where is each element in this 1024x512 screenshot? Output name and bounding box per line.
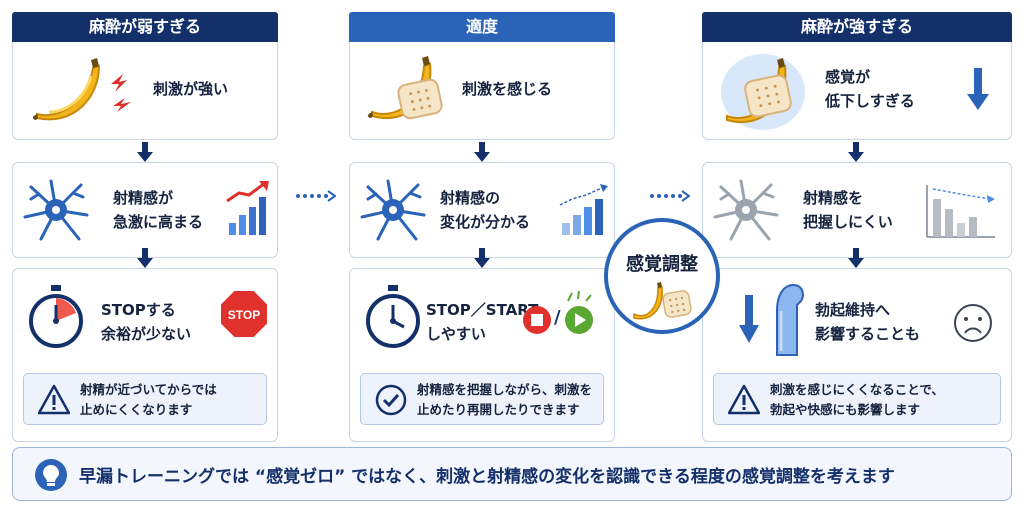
note-box: 射精が近づいてからでは 止めにくくなります bbox=[23, 373, 267, 425]
banana-and-patch-icon bbox=[633, 282, 692, 320]
penis-icon bbox=[776, 283, 804, 356]
down-arrow-icon bbox=[967, 68, 989, 110]
stop-sign-label: STOP bbox=[228, 308, 260, 322]
down-arrow bbox=[474, 142, 490, 162]
check-icon bbox=[375, 384, 407, 416]
stimulus-line2: 低下しすぎる bbox=[825, 92, 915, 110]
column-header: 麻酔が弱すぎる bbox=[12, 12, 278, 42]
rising-bar-chart-icon bbox=[559, 184, 608, 235]
stimulus-box: 刺激が強い bbox=[12, 42, 278, 140]
dotted-arrow bbox=[650, 190, 690, 202]
control-line1: STOPする bbox=[101, 301, 176, 319]
summary-text: 早漏トレーニングでは “感覚ゼロ” ではなく、刺激と射精感の変化を認識できる程度… bbox=[79, 467, 895, 487]
warning-icon bbox=[728, 384, 760, 415]
slash-separator: / bbox=[554, 307, 561, 328]
sad-face-icon bbox=[954, 304, 992, 342]
warning-icon bbox=[38, 384, 70, 415]
sensation-line2: 把握しにくい bbox=[803, 213, 893, 231]
down-arrow bbox=[474, 248, 490, 268]
down-arrow-icon bbox=[739, 295, 759, 343]
note-line1: 射精が近づいてからでは bbox=[80, 382, 217, 397]
rising-bar-chart-icon bbox=[226, 181, 269, 235]
center-label: 感覚調整 bbox=[626, 254, 698, 275]
stop-sign-icon: STOP bbox=[219, 289, 269, 339]
lightbulb-icon bbox=[35, 459, 67, 491]
sensory-adjustment-circle: 感覚調整 bbox=[604, 218, 720, 334]
stopwatch-icon bbox=[29, 285, 83, 348]
column-moderate: 適度 刺激を感じる 射精感の 変化が分かる bbox=[349, 12, 615, 442]
down-arrow bbox=[137, 248, 153, 268]
gray-neuron-icon bbox=[713, 179, 779, 241]
note-line2: 勃起や快感にも影響します bbox=[770, 402, 921, 417]
note-line1: 刺激を感じにくくなることで、 bbox=[770, 382, 944, 397]
dotted-arrow bbox=[296, 190, 336, 202]
control-line2: 余裕が少ない bbox=[101, 325, 192, 343]
sensation-line1: 射精感の bbox=[440, 189, 501, 207]
lightning-icon bbox=[111, 74, 131, 112]
note-box: 刺激を感じにくくなることで、 勃起や快感にも影響します bbox=[713, 373, 1001, 425]
control-box: STOPする 余裕が少ない STOP 射精が近づいてからでは 止めにくくなります bbox=[12, 268, 278, 442]
sensation-box: 射精感が 急激に高まる bbox=[12, 162, 278, 258]
note-line2: 止めたり再開したりできます bbox=[417, 402, 580, 417]
column-weak: 麻酔が弱すぎる 刺激が強い 射精感が 急激に高まる bbox=[12, 12, 278, 442]
stimulus-box: 刺激を感じる bbox=[349, 42, 615, 140]
sensation-line2: 変化が分かる bbox=[440, 213, 531, 231]
control-line2: 影響することも bbox=[815, 325, 921, 343]
sensation-line1: 射精感を bbox=[803, 189, 864, 207]
down-arrow bbox=[137, 142, 153, 162]
note-box: 射精感を把握しながら、刺激を 止めたり再開したりできます bbox=[360, 373, 604, 425]
play-icon bbox=[565, 306, 593, 334]
stimulus-line1: 感覚が bbox=[825, 68, 871, 86]
column-header: 適度 bbox=[349, 12, 615, 42]
summary-bar: 早漏トレーニングでは “感覚ゼロ” ではなく、刺激と射精感の変化を認識できる程度… bbox=[12, 447, 1012, 501]
control-line2: しやすい bbox=[426, 325, 486, 343]
control-box: STOP／START しやすい / 射精感を把握しながら、刺激を 止めたり再開し… bbox=[349, 268, 615, 442]
banana-icon bbox=[32, 58, 101, 121]
control-box: 勃起維持へ 影響することも 刺激を感じにくくなることで、 勃起や快感にも影響しま… bbox=[702, 268, 1012, 442]
control-line1: 勃起維持へ bbox=[815, 301, 891, 319]
control-line1: STOP／START bbox=[426, 301, 539, 319]
down-arrow bbox=[848, 142, 864, 162]
banana-with-patch-icon bbox=[367, 56, 443, 120]
stimulus-text: 刺激が強い bbox=[153, 80, 229, 98]
column-strong: 麻酔が強すぎる 感覚が 低下しすぎる 射精感を 把握しにくい bbox=[702, 12, 1012, 442]
stimulus-box: 感覚が 低下しすぎる bbox=[702, 42, 1012, 140]
falling-bar-chart-icon bbox=[926, 185, 995, 238]
column-header: 麻酔が強すぎる bbox=[702, 12, 1012, 42]
sensation-box: 射精感の 変化が分かる bbox=[349, 162, 615, 258]
note-line1: 射精感を把握しながら、刺激を bbox=[417, 382, 593, 397]
stimulus-text: 刺激を感じる bbox=[462, 80, 553, 98]
banana-with-patch-icon bbox=[721, 54, 805, 130]
sensation-line1: 射精感が bbox=[113, 189, 174, 207]
stopwatch-icon bbox=[366, 285, 420, 348]
sensation-box: 射精感を 把握しにくい bbox=[702, 162, 1012, 258]
neuron-icon bbox=[360, 179, 426, 241]
stop-icon bbox=[523, 306, 551, 334]
sensation-line2: 急激に高まる bbox=[113, 213, 204, 231]
neuron-icon bbox=[23, 179, 89, 241]
sparkle-icon bbox=[567, 290, 592, 302]
down-arrow bbox=[848, 248, 864, 268]
note-line2: 止めにくくなります bbox=[80, 402, 193, 417]
